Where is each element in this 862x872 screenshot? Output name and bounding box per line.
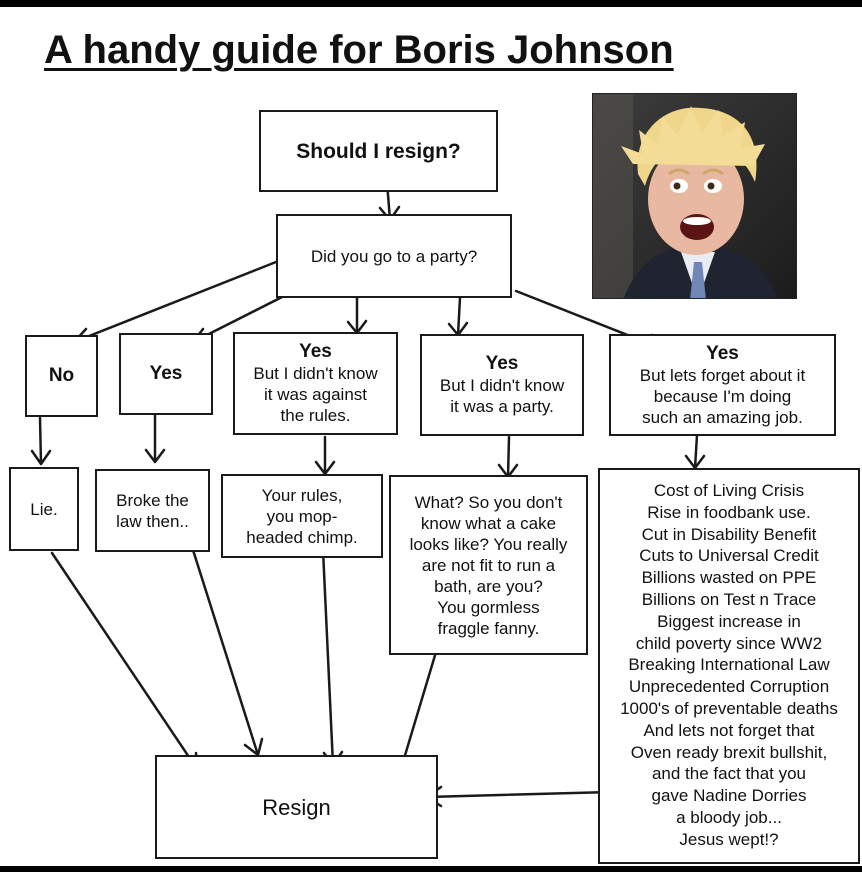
outcome-text: Broke the law then..	[116, 490, 189, 531]
outcome-cake: What? So you don't know what a cake look…	[389, 475, 588, 655]
arrow-party-to-yes-rules	[346, 296, 368, 335]
answer-yes-didnt-know-party: Yes But I didn't know it was a party.	[420, 334, 584, 436]
result-text: Resign	[262, 794, 331, 820]
arrow-no-to-lie	[30, 416, 52, 466]
question-text: Should I resign?	[296, 139, 461, 163]
answer-text: But I didn't know it was a party.	[439, 376, 565, 416]
answer-label: Yes	[485, 353, 519, 374]
answer-label: Yes	[299, 341, 332, 362]
result-resign: Resign	[155, 755, 438, 859]
question-text: Did you go to a party?	[310, 246, 478, 266]
arrow-lie-to-resign	[50, 551, 199, 771]
answer-text: But lets forget about it because I'm doi…	[639, 365, 806, 427]
answer-yes-against-rules: Yes But I didn't know it was against the…	[233, 332, 398, 435]
question-should-i-resign: Should I resign?	[259, 110, 498, 192]
outcome-text: Lie.	[30, 499, 58, 519]
outcome-text: Your rules, you mop- headed chimp.	[246, 485, 358, 547]
outcome-broke-the-law: Broke the law then..	[95, 469, 210, 552]
arrow-forget-to-list	[684, 433, 706, 470]
outcome-your-rules: Your rules, you mop- headed chimp.	[221, 474, 383, 558]
answer-no: No	[25, 335, 98, 417]
arrow-broke-to-resign	[191, 548, 264, 757]
answer-yes-forget-about-it: Yes But lets forget about it because I'm…	[609, 334, 836, 436]
arrow-list-to-resign	[425, 785, 613, 808]
outcome-text: Cost of Living Crisis Rise in foodbank u…	[620, 481, 838, 849]
question-did-you-go-to-party: Did you go to a party?	[276, 214, 512, 298]
arrow-rules-to-yourrules	[314, 435, 336, 476]
portrait-photo	[592, 93, 797, 299]
outcome-grievance-list: Cost of Living Crisis Rise in foodbank u…	[598, 468, 860, 864]
answer-label: No	[48, 365, 75, 386]
outcome-text: What? So you don't know what a cake look…	[409, 492, 568, 638]
arrow-yourrules-to-resign	[321, 548, 344, 767]
page-title: A handy guide for Boris Johnson	[44, 28, 674, 72]
arrow-party-to-cake	[497, 435, 519, 479]
bottom-border	[0, 866, 862, 872]
answer-label: Yes	[149, 363, 183, 384]
arrow-party-to-yes-party	[447, 296, 469, 337]
top-border	[0, 0, 862, 7]
answer-text: But I didn't know it was against the rul…	[253, 364, 378, 425]
answer-yes: Yes	[119, 333, 213, 415]
arrow-yes-to-broke	[144, 412, 166, 464]
outcome-lie: Lie.	[9, 467, 79, 551]
answer-label: Yes	[706, 342, 739, 364]
